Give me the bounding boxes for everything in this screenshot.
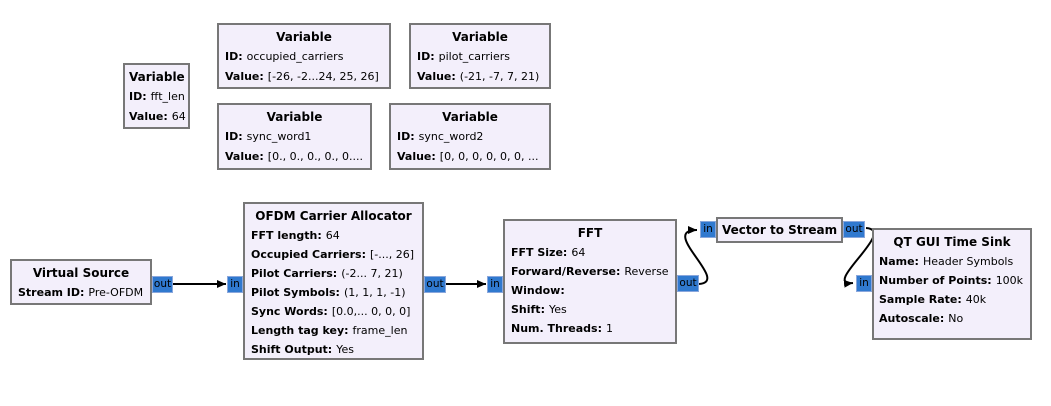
port-out-fft[interactable]: out	[677, 275, 699, 292]
block-param: ID:fft_len	[129, 90, 185, 103]
block-param: ID:sync_word2	[397, 130, 484, 143]
block-variable-pilot-carriers[interactable]: Variable ID:pilot_carriers Value:(-21, -…	[409, 23, 551, 89]
block-param: ID:pilot_carriers	[417, 50, 510, 63]
block-param: Value:[-26, -2...24, 25, 26]	[225, 70, 379, 83]
block-param: Number of Points:100k	[879, 274, 1024, 287]
block-param: Value:(-21, -7, 7, 21)	[417, 70, 540, 83]
block-virtual-source[interactable]: Virtual Source Stream ID:Pre-OFDM	[10, 259, 152, 305]
block-variable-sync-word2[interactable]: Variable ID:sync_word2 Value:[0, 0, 0, 0…	[389, 103, 551, 170]
block-title: QT GUI Time Sink	[893, 235, 1011, 249]
block-param: Sync Words:[0.0,... 0, 0, 0]	[251, 305, 411, 318]
block-param: ID:sync_word1	[225, 130, 312, 143]
block-variable-sync-word1[interactable]: Variable ID:sync_word1 Value:[0., 0., 0.…	[217, 103, 372, 170]
block-param: Num. Threads:1	[511, 322, 613, 335]
block-param: Value:64	[129, 110, 186, 123]
block-title: Vector to Stream	[722, 223, 838, 237]
block-title: OFDM Carrier Allocator	[255, 209, 412, 223]
block-param: Window:	[511, 284, 565, 297]
block-param: Name:Header Symbols	[879, 255, 1014, 268]
block-param: Autoscale:No	[879, 312, 964, 325]
block-param: Shift Output:Yes	[251, 343, 354, 356]
block-variable-occupied-carriers[interactable]: Variable ID:occupied_carriers Value:[-26…	[217, 23, 391, 89]
block-title: Virtual Source	[32, 266, 130, 280]
block-title: FFT	[577, 226, 603, 240]
block-param: Occupied Carriers:[-..., 26]	[251, 248, 415, 261]
block-param: Value:[0, 0, 0, 0, 0, 0, ...	[397, 150, 539, 163]
block-param: Pilot Carriers:(-2... 7, 21)	[251, 267, 403, 280]
block-fft[interactable]: FFT FFT Size:64 Forward/Reverse:Reverse …	[503, 219, 677, 344]
block-param: Stream ID:Pre-OFDM	[18, 286, 144, 299]
block-vector-to-stream[interactable]: Vector to Stream	[716, 217, 843, 243]
block-qt-gui-time-sink[interactable]: QT GUI Time Sink Name:Header Symbols Num…	[872, 228, 1032, 340]
block-ofdm-carrier-allocator[interactable]: OFDM Carrier Allocator FFT length:64 Occ…	[243, 202, 424, 360]
block-param: Pilot Symbols:(1, 1, 1, -1)	[251, 286, 406, 299]
block-param: Shift:Yes	[511, 303, 567, 316]
port-in-fft[interactable]: in	[487, 276, 503, 293]
block-param: Sample Rate:40k	[879, 293, 987, 306]
port-out-vector-to-stream[interactable]: out	[843, 221, 865, 238]
block-variable-fft-len[interactable]: Variable ID:fft_len Value:64	[123, 63, 190, 129]
block-param: ID:occupied_carriers	[225, 50, 344, 63]
port-out-ofdm-carrier-allocator[interactable]: out	[424, 276, 446, 293]
block-title: Variable	[266, 110, 323, 124]
block-title: Variable	[452, 30, 508, 44]
port-in-vector-to-stream[interactable]: in	[700, 221, 716, 238]
connection-fft-to-vector-to-stream[interactable]	[684, 226, 709, 285]
block-title: Variable	[129, 70, 185, 84]
block-title: Variable	[276, 30, 332, 44]
block-param: Length tag key:frame_len	[251, 324, 408, 337]
block-param: FFT length:64	[251, 229, 340, 242]
block-title: Variable	[442, 110, 498, 124]
block-param: Forward/Reverse:Reverse	[511, 265, 669, 278]
block-param: FFT Size:64	[511, 246, 586, 259]
block-param: Value:[0., 0., 0., 0., 0....	[225, 150, 364, 163]
port-in-qt-gui-time-sink[interactable]: in	[856, 275, 872, 292]
port-out-virtual-source[interactable]: out	[152, 276, 173, 293]
port-in-ofdm-carrier-allocator[interactable]: in	[227, 276, 243, 293]
